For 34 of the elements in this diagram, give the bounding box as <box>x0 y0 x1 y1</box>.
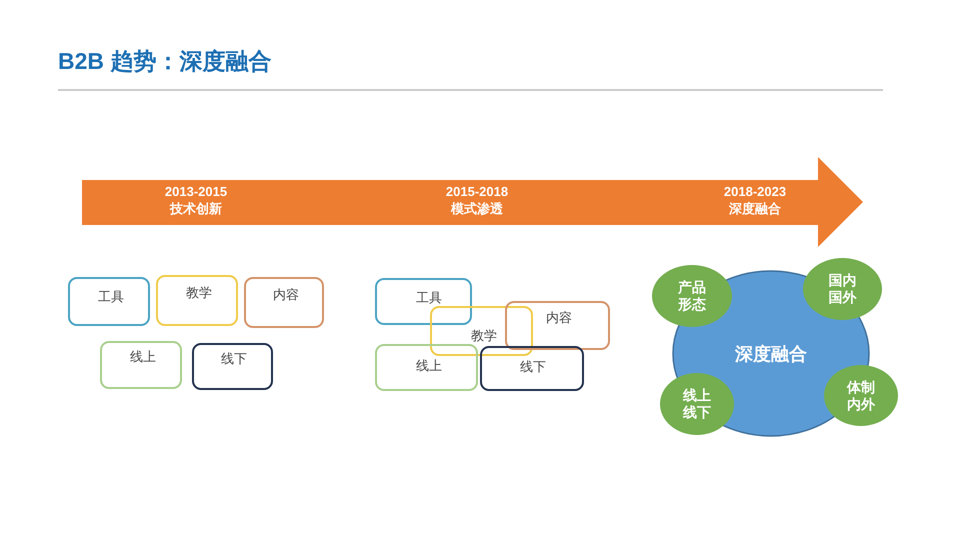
circle-label: 线上线下 <box>683 387 711 421</box>
topic-box <box>375 278 472 325</box>
topic-label: 线下 <box>520 360 546 373</box>
timeline-arrow <box>82 157 863 247</box>
page-title: B2B 趋势：深度融合 <box>58 50 272 73</box>
topic-label: 线上 <box>130 350 156 363</box>
aspect-circle <box>803 258 882 320</box>
topic-label: 线上 <box>416 359 442 372</box>
aspect-circle <box>660 373 734 435</box>
topic-label: 工具 <box>98 290 124 303</box>
topic-box <box>480 346 584 391</box>
topic-label: 教学 <box>186 286 212 299</box>
topic-box <box>100 341 182 389</box>
topic-box <box>244 277 324 328</box>
topic-box <box>192 343 273 390</box>
topic-label: 线下 <box>221 352 247 365</box>
stage-label: 2018-2023 深度融合 <box>722 184 788 218</box>
topic-label: 教学 <box>471 329 497 342</box>
topic-box <box>156 275 238 326</box>
topic-box <box>430 306 533 356</box>
topic-label: 内容 <box>273 288 299 301</box>
topic-label: 内容 <box>546 311 572 324</box>
aspect-circle <box>652 265 732 327</box>
topic-box <box>505 301 610 350</box>
circle-label: 产品形态 <box>678 279 706 313</box>
circle-label: 国内国外 <box>828 272 856 306</box>
aspect-circle <box>824 365 898 426</box>
circle-label: 体制内外 <box>847 378 875 412</box>
topic-box <box>375 344 478 391</box>
stage-label: 2015-2018 模式渗透 <box>444 184 510 218</box>
ellipse-label: 深度融合 <box>735 344 807 362</box>
topic-box <box>68 277 150 326</box>
topic-label: 工具 <box>416 291 442 304</box>
stage-label: 2013-2015 技术创新 <box>164 184 228 218</box>
